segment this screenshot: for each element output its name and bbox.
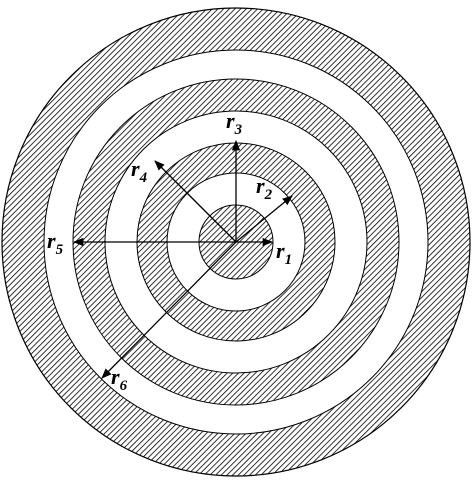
label-r2: r2 — [256, 173, 273, 203]
label-r1: r1 — [276, 238, 292, 268]
label-r5: r5 — [47, 228, 64, 258]
label-r3: r3 — [226, 108, 243, 138]
arrow-r6 — [101, 241, 237, 379]
arrow-r4 — [154, 160, 237, 243]
arrow-r2 — [235, 195, 293, 243]
label-r4: r4 — [131, 156, 148, 186]
label-r6: r6 — [111, 364, 128, 394]
